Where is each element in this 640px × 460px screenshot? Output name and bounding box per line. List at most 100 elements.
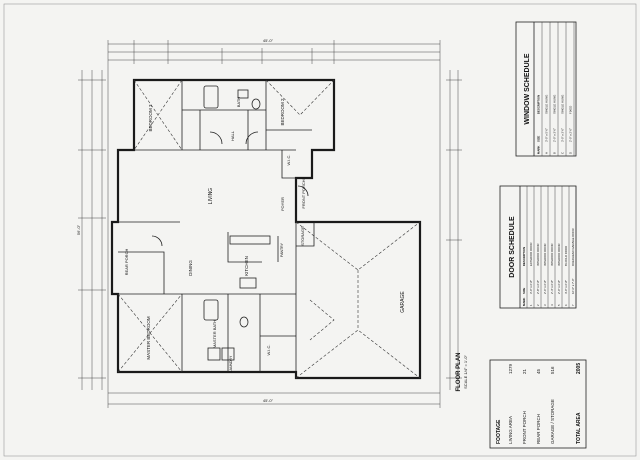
plan-scale: SCALE 1/4" = 1'-0"	[463, 355, 468, 389]
door-schedule-cell: 2'-8" x 6'-8"	[536, 280, 540, 294]
door-schedule-cell: INTERIOR DOOR	[536, 243, 540, 266]
plan-title-block: FLOOR PLAN SCALE 1/4" = 1'-0"	[456, 353, 468, 392]
door-schedule-header: DESCRIPTION	[522, 247, 526, 266]
room-label-master-bedroom: MASTER BEDROOM	[146, 316, 151, 360]
washer	[207, 347, 221, 361]
door-schedule-cell: 7	[571, 304, 575, 306]
room-label-master-wic: W.I.C.	[266, 345, 271, 356]
overall-width-dimension: 45'-0"	[263, 38, 274, 43]
door-schedule-cell: 2'-6" x 6'-8"	[543, 280, 547, 294]
door-schedule-cell: 1	[529, 304, 533, 306]
footage-total-value: 2005	[576, 363, 582, 374]
overall-width-dimension-bottom: 45'-0"	[263, 398, 274, 403]
footage-row-label: FRONT PORCH	[522, 411, 527, 444]
window-schedule-cell: SINGLE HUNG	[553, 95, 557, 114]
window-schedule-cell: 2'-0" x 3'-0"	[553, 128, 557, 142]
door-schedule-cell: INTERIOR DOOR	[550, 243, 554, 266]
room-label-front-porch: FRONT PORCH	[301, 179, 306, 208]
room-label-kitchen: KITCHEN	[244, 256, 249, 276]
door-schedule-cell: EXTERIOR DOOR	[529, 243, 533, 266]
door-schedule-cell: 2'-4" x 6'-8"	[550, 280, 554, 294]
door-schedule-cell: 16'-0" x 7'-0"	[571, 278, 575, 294]
window-schedule-cell: FIXED	[569, 106, 573, 114]
door-schedule: DOOR SCHEDULE MARK SIZE DESCRIPTION 1 3'-0" …	[499, 185, 577, 309]
master-tub	[203, 299, 219, 321]
door-schedule-cell: BI-FOLD DOOR	[564, 246, 568, 266]
fixtures	[151, 85, 309, 361]
room-label-laundry: LAUNDRY	[229, 355, 233, 372]
footage-row-label: GARAGE / STORAGE	[550, 399, 555, 444]
room-label-living: LIVING	[208, 188, 214, 205]
dimension-lines: 45'-0" 45'-0" 56'-0"	[76, 38, 462, 408]
door-schedule-header: MARK	[522, 298, 526, 306]
door-schedule-cell: INTERIOR DOOR	[543, 243, 547, 266]
footage-row-value: 45	[536, 368, 541, 374]
window-schedule: WINDOW SCHEDULE MARK SIZE DESCRIPTION A 3'-0…	[515, 21, 577, 157]
sheet-border	[3, 3, 637, 457]
door-schedule-cell: 6	[564, 304, 568, 306]
master-toilet	[239, 316, 249, 328]
door-swing	[297, 185, 309, 197]
room-label-storage: STORAGE	[300, 226, 305, 246]
garage-roof-lines	[117, 79, 421, 379]
plan-title: FLOOR PLAN	[456, 353, 462, 392]
toilet	[251, 98, 261, 110]
kitchen-range	[239, 277, 257, 289]
door-swing	[151, 235, 163, 247]
room-label-bedroom2: BEDROOM 2	[280, 98, 285, 126]
window-schedule-cell: SINGLE HUNG	[561, 95, 565, 114]
footage-row-value: 21	[522, 368, 527, 374]
door-swing	[209, 131, 223, 145]
dryer	[221, 347, 235, 361]
room-label-bedroom3: BEDROOM 3	[148, 104, 153, 132]
window-schedule-cell: 3'-0" x 5'-0"	[545, 128, 549, 142]
bathtub	[203, 85, 219, 109]
room-label-hall: HALL	[230, 130, 235, 141]
window-schedule-title: WINDOW SCHEDULE	[524, 53, 531, 124]
room-label-dining: DINING	[188, 260, 193, 276]
door-schedule-cell: 4	[550, 304, 554, 306]
door-schedule-cell: 3	[543, 304, 547, 306]
room-label-foyer: FOYER	[280, 197, 285, 211]
overall-depth-dimension: 56'-0"	[76, 224, 81, 235]
window-schedule-header: MARK	[537, 146, 541, 154]
window-schedule-header: SIZE	[537, 136, 541, 142]
door-schedule-cell: OVERHEAD GARAGE DOOR	[571, 228, 575, 266]
door-schedule-cell: 2'-0" x 6'-8"	[557, 280, 561, 294]
door-schedule-cell: INTERIOR DOOR	[557, 243, 561, 266]
window-schedule-cell: B	[553, 152, 557, 154]
door-swing	[245, 131, 259, 145]
window-schedule-header: DESCRIPTION	[537, 95, 541, 114]
window-schedule-cell: A	[545, 152, 549, 154]
door-schedule-title: DOOR SCHEDULE	[509, 216, 516, 278]
vanity-sink	[237, 89, 249, 99]
footage-total-label: TOTAL AREA	[576, 412, 582, 444]
door-schedule-cell: 4'-0" x 6'-8"	[564, 280, 568, 294]
room-label-bath: BATH	[236, 97, 241, 107]
door-schedule-cell: 2	[536, 304, 540, 306]
window-schedule-cell: D	[569, 152, 573, 154]
room-label-master-bath: MASTER BATH	[212, 320, 217, 348]
window-schedule-cell: 3'-0" x 3'-0"	[561, 128, 565, 142]
room-label-wic: W.I.C.	[286, 155, 291, 166]
room-label-pantry: PANTRY	[280, 242, 284, 257]
window-schedule-cell: 2'-0" x 2'-0"	[569, 128, 573, 142]
window-schedule-cell: C	[561, 152, 565, 154]
window-schedule-cell: SINGLE HUNG	[545, 95, 549, 114]
room-label-rear-porch: REAR PORCH	[124, 249, 129, 276]
footage-row-value: 1279	[508, 363, 513, 374]
kitchen-counter	[229, 235, 271, 245]
footage-row-value: 516	[550, 366, 555, 374]
room-labels: BEDROOM 3 BEDROOM 2 BATH HALL W.I.C. FOY…	[124, 97, 406, 373]
interior-walls	[118, 80, 315, 372]
door-schedule-cell: 5	[557, 304, 561, 306]
door-schedule-cell: 3'-0" x 6'-8"	[529, 280, 533, 294]
footage-row-label: LIVING AREA	[508, 416, 513, 444]
door-schedule-header: SIZE	[522, 288, 526, 294]
footage-heading: FOOTAGE	[496, 419, 502, 444]
room-label-garage: GARAGE	[400, 291, 406, 313]
footage-row-label: REAR PORCH	[536, 414, 541, 444]
